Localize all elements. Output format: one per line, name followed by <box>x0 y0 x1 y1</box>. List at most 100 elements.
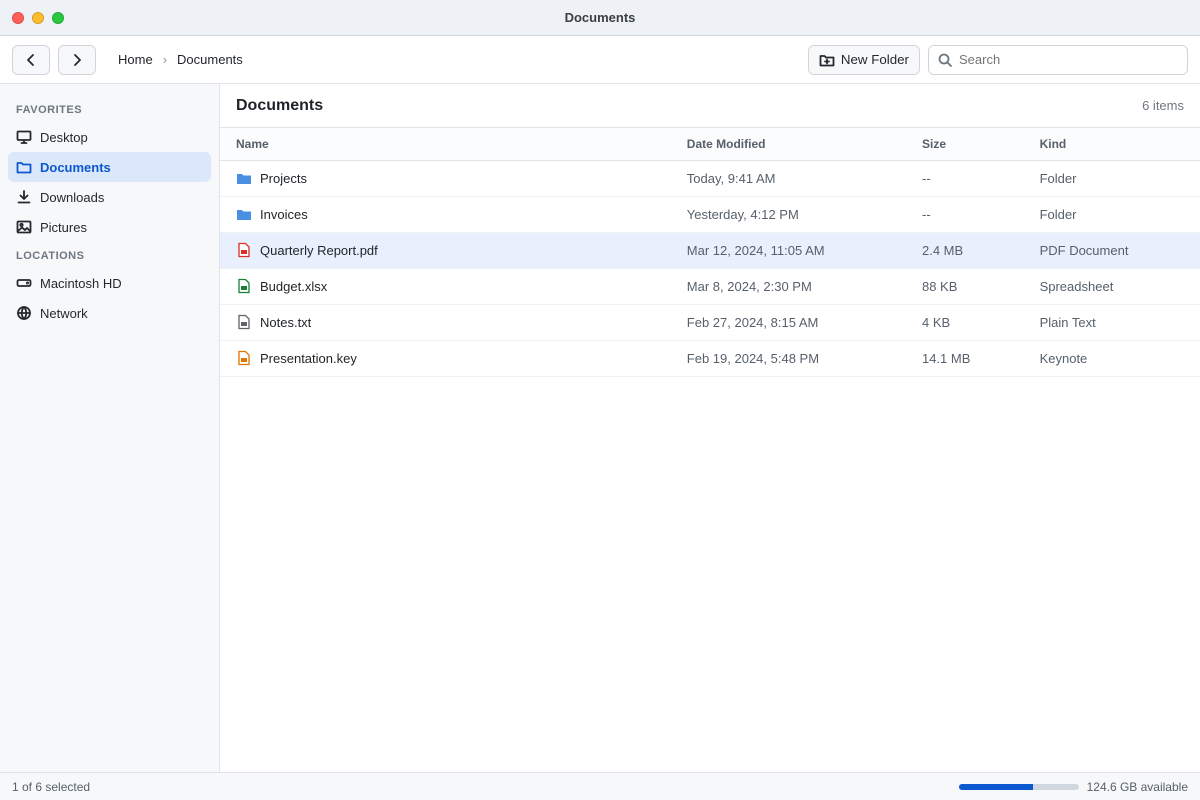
sidebar-item-label: Downloads <box>40 189 105 205</box>
cell-name: Budget.xlsx <box>220 268 671 305</box>
minimize-window-button[interactable] <box>32 11 44 24</box>
close-window-button[interactable] <box>12 11 24 24</box>
slides-file-icon <box>236 350 252 366</box>
file-name: Quarterly Report.pdf <box>260 242 378 258</box>
file-name-cell: Notes.txt <box>236 314 655 330</box>
column-header-modified[interactable]: Date Modified <box>670 128 906 161</box>
cell-size: 14.1 MB <box>905 340 1024 377</box>
file-name: Invoices <box>260 206 308 222</box>
new-folder-button[interactable]: New Folder <box>807 44 920 75</box>
folder-plus-icon <box>819 52 835 68</box>
search-box <box>928 44 1188 75</box>
column-header-name[interactable]: Name <box>220 128 671 161</box>
maximize-window-button[interactable] <box>52 11 64 24</box>
sheet-file-icon <box>236 278 252 294</box>
cell-size: 2.4 MB <box>905 232 1024 269</box>
search-icon <box>937 52 953 68</box>
content-area: Favorites DesktopDocumentsDownloadsPictu… <box>0 84 1200 772</box>
download-icon <box>16 189 32 205</box>
breadcrumb-separator: › <box>162 52 168 67</box>
cell-modified: Feb 27, 2024, 8:15 AM <box>670 304 906 341</box>
folder-header: Documents 6 items <box>220 84 1200 128</box>
title-bar: Documents <box>0 0 1200 36</box>
cell-modified: Today, 9:41 AM <box>670 160 906 197</box>
column-header-size[interactable]: Size <box>905 128 1024 161</box>
cell-name: Notes.txt <box>220 304 671 341</box>
sidebar-item-label: Documents <box>40 159 111 175</box>
sidebar-item-downloads[interactable]: Downloads <box>8 182 211 212</box>
file-name: Budget.xlsx <box>260 278 328 294</box>
file-name-cell: Budget.xlsx <box>236 278 655 294</box>
cell-modified: Mar 8, 2024, 2:30 PM <box>670 268 906 305</box>
cell-size: -- <box>905 196 1024 233</box>
sidebar-item-label: Pictures <box>40 219 87 235</box>
column-header-kind[interactable]: Kind <box>1023 128 1200 161</box>
sidebar-item-network[interactable]: Network <box>8 298 211 328</box>
file-name: Presentation.key <box>260 350 357 366</box>
status-bar: 1 of 6 selected 124.6 GB available <box>0 772 1200 800</box>
new-folder-label: New Folder <box>840 52 909 67</box>
toolbar: Home › Documents New Folder <box>0 36 1200 84</box>
sidebar-item-documents[interactable]: Documents <box>8 152 211 182</box>
sidebar-item-label: Desktop <box>40 129 88 145</box>
cell-size: 4 KB <box>905 304 1024 341</box>
file-browser: Documents 6 items Name Date Modified Siz… <box>220 84 1200 772</box>
sidebar-item-label: Macintosh HD <box>40 275 122 291</box>
locations-list: Macintosh HD Network <box>8 268 211 328</box>
table-row[interactable]: Invoices Yesterday, 4:12 PM--Folder <box>220 196 1200 233</box>
drive-icon <box>16 275 32 291</box>
breadcrumb-item[interactable]: Documents <box>177 52 243 67</box>
cell-modified: Yesterday, 4:12 PM <box>670 196 906 233</box>
sidebar-item-pictures[interactable]: Pictures <box>8 212 211 242</box>
cell-name: Presentation.key <box>220 340 671 377</box>
file-table: Name Date Modified Size Kind Projects Tod… <box>220 128 1200 377</box>
window-title: Documents <box>564 10 636 25</box>
image-icon <box>16 219 32 235</box>
file-name-cell: Presentation.key <box>236 350 655 366</box>
network-icon <box>16 305 32 321</box>
cell-kind: Spreadsheet <box>1023 268 1200 305</box>
file-name-cell: Invoices <box>236 206 655 222</box>
cell-name: Quarterly Report.pdf <box>220 232 671 269</box>
sidebar-item-macintosh-hd[interactable]: Macintosh HD <box>8 268 211 298</box>
cell-kind: Keynote <box>1023 340 1200 377</box>
cell-name: Invoices <box>220 196 671 233</box>
sidebar-item-desktop[interactable]: Desktop <box>8 122 211 152</box>
folder-title: Documents <box>236 96 324 114</box>
cell-modified: Mar 12, 2024, 11:05 AM <box>670 232 906 269</box>
text-file-icon <box>236 314 252 330</box>
chevron-left-icon <box>23 52 39 68</box>
cell-name: Projects <box>220 160 671 197</box>
file-name-cell: Projects <box>236 170 655 186</box>
pdf-file-icon <box>236 242 252 258</box>
cell-size: 88 KB <box>905 268 1024 305</box>
window-controls <box>12 11 64 24</box>
cell-kind: PDF Document <box>1023 232 1200 269</box>
selection-status: 1 of 6 selected <box>12 779 91 794</box>
storage-text: 124.6 GB available <box>1086 779 1188 794</box>
folder-file-icon <box>236 170 252 186</box>
breadcrumb-item[interactable]: Home <box>118 52 153 67</box>
cell-kind: Folder <box>1023 196 1200 233</box>
storage-bar <box>958 783 1079 790</box>
cell-modified: Feb 19, 2024, 5:48 PM <box>670 340 906 377</box>
cell-kind: Folder <box>1023 160 1200 197</box>
back-button[interactable] <box>12 44 50 75</box>
file-name: Projects <box>260 170 307 186</box>
table-row[interactable]: Quarterly Report.pdf Mar 12, 2024, 11:05 … <box>220 232 1200 269</box>
desktop-icon <box>16 129 32 145</box>
breadcrumb: Home › Documents <box>112 48 800 71</box>
storage-indicator: 124.6 GB available <box>958 779 1188 794</box>
item-count: 6 items <box>1142 98 1184 113</box>
search-input[interactable] <box>928 44 1188 75</box>
forward-button[interactable] <box>58 44 96 75</box>
sidebar-heading-locations: Locations <box>16 250 85 262</box>
file-name-cell: Quarterly Report.pdf <box>236 242 655 258</box>
folder-file-icon <box>236 206 252 222</box>
